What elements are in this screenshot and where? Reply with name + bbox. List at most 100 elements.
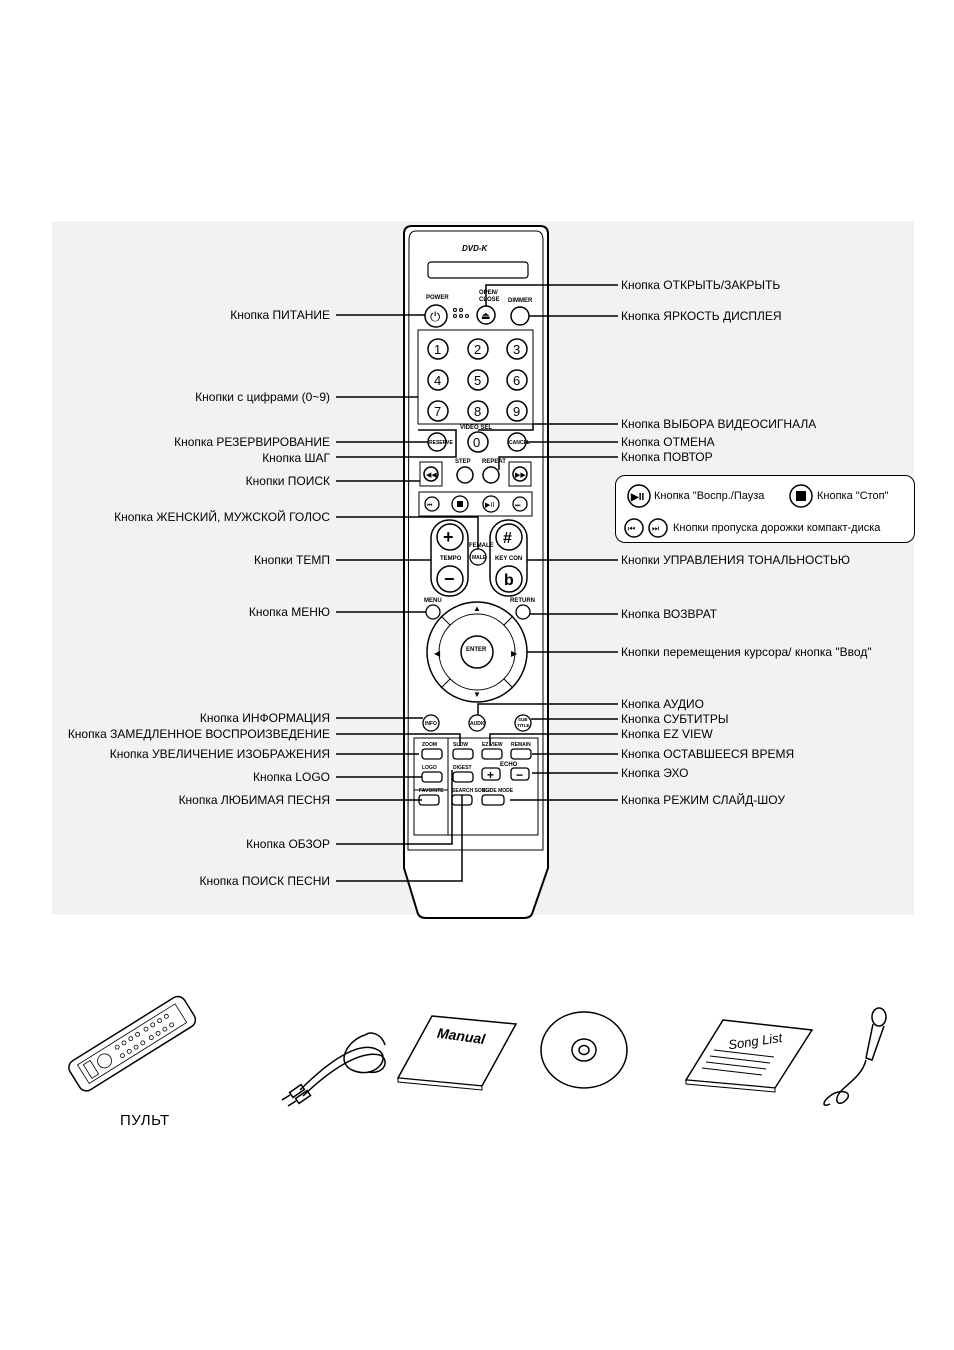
svg-text:POWER: POWER: [426, 295, 449, 301]
label-step: Кнопка ШАГ: [262, 451, 330, 465]
label-zoom: Кнопка УВЕЛИЧЕНИЕ ИЗОБРАЖЕНИЯ: [109, 747, 330, 761]
svg-text:ECHO: ECHO: [500, 762, 518, 768]
digest-button[interactable]: [452, 771, 474, 783]
digit-8-button[interactable]: [467, 400, 489, 422]
manual-booklet: Manual: [396, 1015, 518, 1091]
digit-label: 6: [513, 373, 520, 388]
cd-disc: [540, 1011, 628, 1089]
label-digits: Кнопки с цифрами (0~9): [195, 390, 330, 404]
svg-text:CANCEL: CANCEL: [509, 440, 530, 446]
label-voice: Кнопка ЖЕНСКИЙ, МУЖСКОЙ ГОЛОС: [114, 510, 330, 524]
label-subtitle: Кнопка СУБТИТРЫ: [621, 712, 729, 726]
logo-button-label: LOGO: [422, 765, 437, 771]
ez-view-button[interactable]: [481, 748, 503, 760]
search-forward-button: [512, 466, 528, 482]
svg-text:▶II: ▶II: [630, 492, 644, 503]
key-sharp-button: [495, 523, 523, 551]
label-digest: Кнопка ОБЗОР: [246, 837, 330, 851]
svg-text:KEY CON: KEY CON: [495, 556, 522, 562]
av-cable: [281, 1032, 386, 1107]
svg-text:OPEN/: OPEN/: [479, 290, 498, 296]
playback-legend: ▶II ⏮ ⏭ Кнопка "Воспр./Пауза Кнопка "Сто…: [615, 475, 915, 543]
svg-text:INFO: INFO: [425, 721, 437, 727]
label-echo: Кнопка ЭХО: [621, 766, 689, 780]
tempo-down-button: [436, 565, 464, 593]
svg-text:REPEAT: REPEAT: [482, 459, 506, 465]
digit-label: 3: [513, 342, 520, 357]
svg-text:Manual: Manual: [436, 1025, 487, 1048]
digit-label: 5: [474, 373, 481, 388]
step-button: [456, 466, 474, 484]
play-pause-icon: [627, 484, 651, 508]
label-menu: Кнопка МЕНЮ: [248, 605, 330, 619]
svg-text:−: −: [444, 569, 455, 589]
zoom-button-label: ZOOM: [422, 742, 437, 748]
tempo-up-button: [436, 523, 464, 551]
svg-text:◀: ◀: [434, 649, 441, 658]
svg-text:▼: ▼: [473, 690, 481, 699]
digit-2-button[interactable]: [467, 338, 489, 360]
svg-text:▶II: ▶II: [485, 502, 494, 509]
legend-stop: Кнопка "Стоп": [817, 490, 889, 502]
svg-text:◀◀: ◀◀: [426, 472, 437, 479]
label-logo: Кнопка LOGO: [253, 770, 330, 784]
subtitle-button: [514, 714, 532, 732]
svg-text:ENTER: ENTER: [466, 647, 487, 653]
label-search: Кнопки ПОИСК: [245, 474, 330, 488]
svg-text:⏭: ⏭: [652, 524, 659, 533]
svg-text:STEP: STEP: [455, 459, 471, 465]
svg-text:⏮: ⏮: [427, 503, 433, 509]
label-info: Кнопка ИНФОРМАЦИЯ: [199, 711, 330, 725]
microphone: [823, 1007, 887, 1107]
label-remain: Кнопка ОСТАВШЕЕСЯ ВРЕМЯ: [621, 747, 795, 761]
svg-text:MALE: MALE: [472, 555, 487, 561]
echo-up-button[interactable]: [481, 767, 501, 781]
digit-label: 4: [434, 373, 441, 388]
power-button: [424, 304, 448, 328]
svg-text:TITLE: TITLE: [517, 723, 530, 728]
svg-text:⏮: ⏮: [628, 524, 635, 533]
label-cursor: Кнопки перемещения курсора/ кнопка "Ввод…: [621, 645, 872, 659]
label-slide-mode: Кнопка РЕЖИМ СЛАЙД-ШОУ: [621, 793, 785, 807]
label-return: Кнопка ВОЗВРАТ: [621, 607, 718, 621]
svg-text:⏭: ⏭: [515, 503, 521, 509]
zoom-button[interactable]: [421, 748, 443, 760]
digit-label: 8: [474, 404, 481, 419]
echo-down-button-symbol: −: [516, 768, 523, 782]
svg-text:⏻: ⏻: [430, 309, 440, 324]
label-tempo: Кнопки ТЕМП: [253, 553, 330, 567]
svg-text:b: b: [504, 572, 514, 589]
digit-6-button[interactable]: [506, 369, 528, 391]
remain-button[interactable]: [510, 748, 532, 760]
slide-mode-button[interactable]: [481, 794, 505, 806]
remain-button-label: REMAIN: [511, 742, 531, 748]
digit-5-button[interactable]: [467, 369, 489, 391]
favorite-button-label: FAVORITE: [419, 788, 444, 794]
search-song-button-label: SEARCH SONG: [452, 788, 489, 794]
remote-caption: ПУЛЬТ: [120, 1112, 170, 1129]
search-back-button: [423, 466, 439, 482]
digit-7-button[interactable]: [427, 400, 449, 422]
key-flat-button: [495, 565, 523, 593]
slow-button[interactable]: [452, 748, 474, 760]
skip-forward-icon: [648, 518, 668, 538]
svg-text:SUB: SUB: [518, 717, 528, 722]
label-open-close: Кнопка ОТКРЫТЬ/ЗАКРЫТЬ: [621, 278, 781, 292]
slide-mode-button-label: SLIDE MODE: [482, 788, 514, 794]
label-repeat: Кнопка ПОВТОР: [621, 450, 713, 464]
label-power: Кнопка ПИТАНИЕ: [230, 308, 330, 322]
skip-back-icon: [624, 518, 644, 538]
ez-view-button-label: EZ VIEW: [482, 742, 503, 748]
label-key-con: Кнопки УПРАВЛЕНИЯ ТОНАЛЬНОСТЬЮ: [621, 553, 850, 567]
digit-4-button[interactable]: [427, 369, 449, 391]
digit-9-button[interactable]: [506, 400, 528, 422]
svg-text:#: #: [503, 530, 512, 547]
digit-3-button[interactable]: [506, 338, 528, 360]
svg-text:VIDEO SEL: VIDEO SEL: [460, 425, 492, 431]
digit-1-button[interactable]: [427, 338, 449, 360]
digit-label: 1: [434, 342, 441, 357]
echo-down-button[interactable]: [510, 767, 530, 781]
